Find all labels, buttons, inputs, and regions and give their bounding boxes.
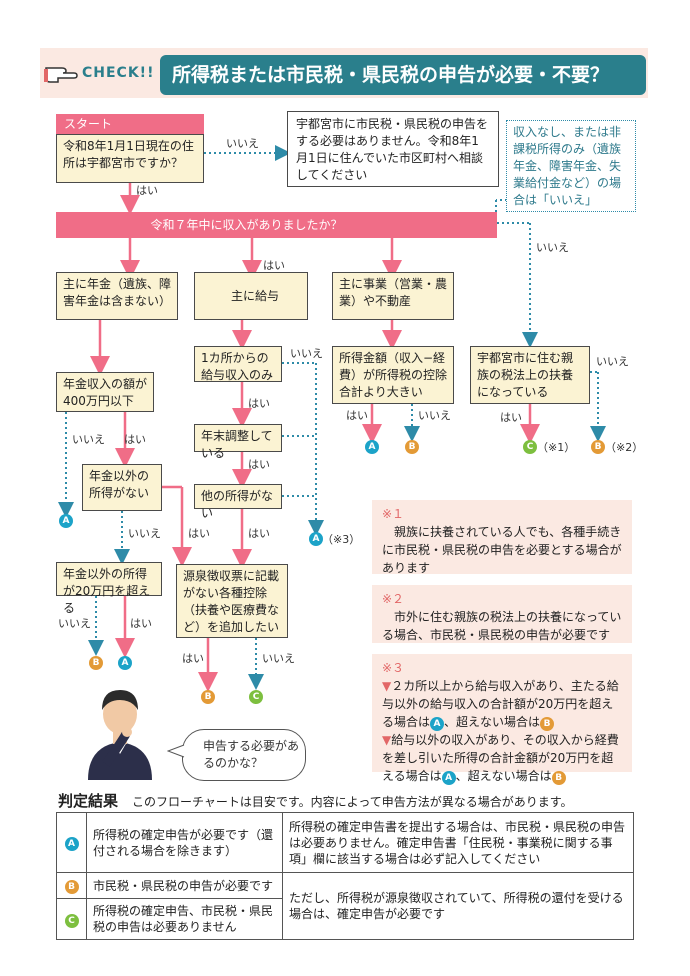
note-1-mark: ※１ [382,507,405,521]
q-no-other-box: 他の所得がない [194,484,282,520]
label-no: いいえ [128,527,161,540]
cat-pension-box: 主に年金（遺族、障害年金は含まない） [56,272,178,320]
result-a-circle: A [118,656,132,670]
label-no: いいえ [536,241,569,254]
label-no: いいえ [418,409,451,422]
result-c-circle: C [523,440,537,454]
q-year-end-box: 年末調整している [194,424,282,460]
ref-3-label: （※3） [322,533,361,546]
result-c-circle: C [249,690,263,704]
speech-bubble: 申告する必要があるのかな？ [182,729,306,781]
q-business-box: 所得金額（収入−経費）が所得税の控除合計より大きい [332,346,454,404]
speech-bubble-tail [167,744,185,758]
label-no: いいえ [262,652,295,665]
cat-business-box: 主に事業（営業・農業）や不動産 [332,272,454,320]
label-yes: はい [248,527,270,540]
result-b-circle: B [89,656,103,670]
result-a-circle: A [365,440,379,454]
note-1-text: 親族に扶養されている人でも、各種手続きに市民税・県民税の申告を必要とする場合があ… [382,525,622,575]
q-dependent-box: 宇都宮市に住む親族の税法上の扶養になっている [470,346,590,404]
note-3-bullet-2: ▼給与以外の収入があり、その収入から経費を差し引いた所得の合計金額が20万円を超… [382,733,619,785]
note-3: ※３ ▼２カ所以上から給与収入があり、主たる給与以外の給与収入の合計額が20万円… [372,654,632,785]
label-no: いいえ [596,355,629,368]
result-b-circle: B [591,440,605,454]
result-a-circle: A [64,837,79,851]
result-bc-note: ただし、所得税が源泉徴収されていて、所得税の還付を受ける場合は、確定申告が必要で… [282,872,634,940]
label-yes: はい [248,397,270,410]
label-no: いいえ [58,617,91,630]
label-no: いいえ [72,433,105,446]
result-a-note: 所得税の確定申告書を提出する場合は、市民税・県民税の申告は必要ありません。確定申… [282,812,634,873]
start-label: スタート [56,114,204,134]
q-other-20-box: 年金以外の所得が20万円を超える [56,562,162,615]
label-yes: はい [500,411,522,424]
label-no: いいえ [290,347,323,360]
table-row: C 所得税の確定申告、市民税・県民税の申告は必要ありません [56,898,634,940]
label-yes: はい [346,409,368,422]
results-table: A 所得税の確定申告が必要です（還付される場合を除きます） 所得税の確定申告書を… [56,812,634,940]
page-title: 所得税または市民税・県民税の申告が必要・不要？ [160,55,646,95]
check-label: CHECK!! [82,65,155,81]
label-yes: はい [248,458,270,471]
label-no: いいえ [226,137,259,150]
label-yes: はい [182,652,204,665]
result-a-circle: A [430,717,445,731]
result-a-label: 所得税の確定申告が必要です（還付される場合を除きます） [86,812,283,873]
q-income-bar: 令和７年中に収入がありましたか？ [56,212,497,238]
q-one-salary-box: 1カ所からの給与収入のみ [194,346,282,382]
results-title: 判定結果 [58,792,119,810]
label-yes: はい [130,617,152,630]
note-1: ※１ 親族に扶養されている人でも、各種手続きに市民税・県民税の申告を必要とする場… [372,500,632,575]
result-b-circle: B [64,880,79,894]
note-2-mark: ※２ [382,592,405,606]
ref-2-label: （※2） [605,441,644,454]
result-b-label: 市民税・県民税の申告が必要です [86,872,283,899]
note-3-bullet-1: ▼２カ所以上から給与収入があり、主たる給与以外の給与収入の合計額が20万円を超え… [382,679,619,731]
result-a-circle: A [59,514,73,528]
q-start-box: 令和8年1月1日現在の住所は宇都宮市ですか？ [56,134,204,183]
result-c-label: 所得税の確定申告、市民税・県民税の申告は必要ありません [86,898,283,940]
table-row: A 所得税の確定申告が必要です（還付される場合を除きます） 所得税の確定申告書を… [56,812,634,873]
q-other-income-box: 年金以外の所得がない [82,464,162,511]
result-a-circle: A [441,771,456,785]
result-b-circle: B [540,717,555,731]
note-2: ※２ 市外に住む親族の税法上の扶養になっている場合、市民税・県民税の申告が必要で… [372,585,632,643]
result-b-circle: B [405,440,419,454]
result-c-circle: C [64,913,79,928]
result-a-circle: A [309,532,323,546]
result-b-circle: B [551,771,566,785]
not-needed-box: 宇都宮市に市民税・県民税の申告をする必要はありません。令和8年1月1日に住んでい… [287,111,499,187]
thinking-person-illustration [80,680,160,780]
label-yes: はい [136,184,158,197]
note-2-text: 市外に住む親族の税法上の扶養になっている場合、市民税・県民税の申告が必要です [382,610,622,642]
label-yes: はい [263,259,285,272]
label-yes: はい [188,527,210,540]
result-b-circle: B [201,690,215,704]
q-deduction-box: 源泉徴収票に記載がない各種控除（扶養や医療費など）を追加したい [176,564,288,638]
side-note: 収入なし、または非課税所得のみ（遺族年金、障害年金、失業給付金など）の場合は「い… [506,120,636,212]
q-pension-400-box: 年金収入の額が400万円以下 [56,372,154,412]
pointing-hand-icon [44,60,78,86]
cat-salary-box: 主に給与 [194,272,308,320]
results-subtitle: このフローチャートは目安です。内容によって申告方法が異なる場合があります。 [132,795,573,809]
note-3-mark: ※３ [382,661,405,675]
label-yes: はい [124,433,146,446]
ref-1-label: （※1） [537,441,576,454]
table-row: B 市民税・県民税の申告が必要です ただし、所得税が源泉徴収されていて、所得税の… [56,872,634,940]
